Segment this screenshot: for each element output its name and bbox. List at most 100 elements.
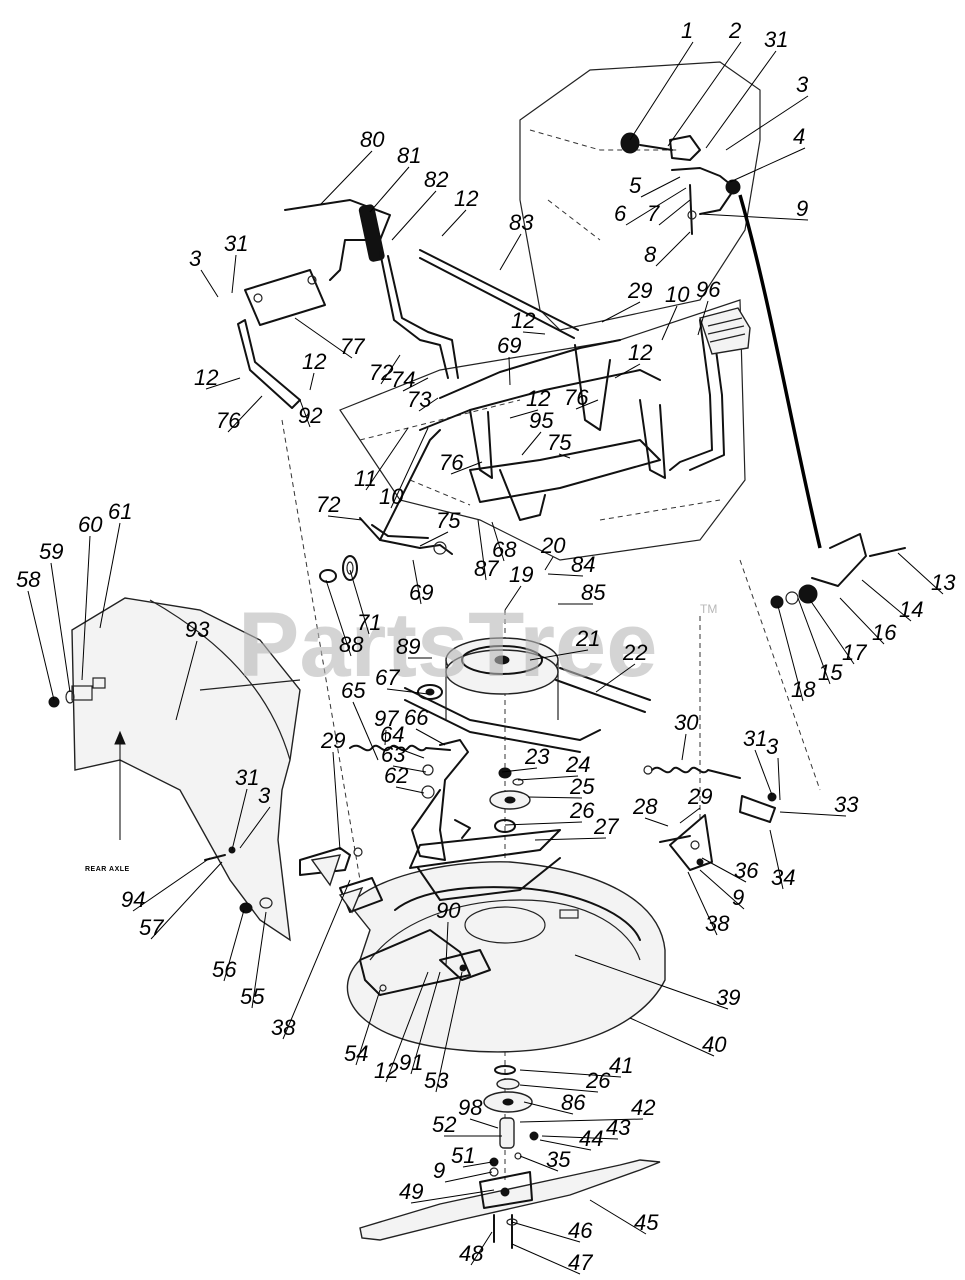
callout-leader — [231, 254, 237, 294]
callout-leader — [779, 811, 847, 817]
callout-number: 85 — [581, 580, 606, 605]
right-deck-bracket — [659, 792, 777, 871]
callout-number: 97 — [374, 706, 399, 731]
callout-number: 57 — [139, 915, 164, 940]
callout-number: 1 — [681, 18, 693, 43]
callout-leader — [369, 166, 410, 213]
callout-leader — [251, 911, 267, 1009]
idler-pulley-small — [319, 555, 358, 583]
callout-leader — [477, 519, 487, 581]
callout-number: 93 — [185, 617, 210, 642]
tension-springs — [349, 744, 741, 779]
callout-number: 19 — [509, 562, 533, 587]
callout-number: 6 — [614, 201, 627, 226]
callout-leader — [445, 921, 449, 966]
callout-number: 34 — [771, 865, 795, 890]
callout-number: 94 — [121, 887, 145, 912]
callout-leader — [132, 857, 211, 912]
callout-leader — [529, 649, 589, 661]
callout-leader — [395, 786, 425, 794]
callout-number: 46 — [568, 1218, 593, 1243]
callout-leader — [539, 1139, 592, 1151]
callout-leader — [809, 599, 855, 665]
callout-number: 27 — [593, 814, 619, 839]
callout-number: 30 — [674, 710, 699, 735]
callout-number: 58 — [16, 567, 41, 592]
callout-leader — [534, 837, 607, 841]
callout-number: 42 — [631, 1095, 655, 1120]
callout-number: 10 — [379, 484, 404, 509]
callout-leader — [681, 733, 687, 761]
callout-number: 41 — [609, 1053, 633, 1078]
callout-leader — [644, 817, 669, 827]
callout-number: 75 — [547, 430, 572, 455]
callout-leader — [595, 663, 636, 693]
callout-number: 55 — [240, 984, 265, 1009]
callout-leader — [410, 971, 441, 1075]
callout-number: 17 — [842, 640, 867, 665]
callout-number: 56 — [212, 957, 237, 982]
callout-number: 29 — [627, 278, 652, 303]
callout-leader — [701, 857, 747, 883]
callout-number: 69 — [409, 580, 433, 605]
callout-leader — [390, 427, 429, 509]
callout-number: 16 — [872, 620, 897, 645]
callout-number: 31 — [743, 726, 767, 751]
callout-number: 3 — [796, 72, 809, 97]
callout-leader — [699, 213, 809, 221]
callout-leader — [491, 521, 505, 562]
callout-leader — [435, 971, 463, 1093]
callout-leader — [769, 829, 784, 890]
callout-number: 80 — [360, 127, 385, 152]
callout-number: 40 — [702, 1032, 727, 1057]
callout-number: 51 — [451, 1143, 475, 1168]
callout-number: 2 — [728, 18, 741, 43]
callout-leader — [441, 209, 467, 237]
callout-number: 66 — [404, 705, 429, 730]
callout-number: 67 — [375, 665, 400, 690]
callout-number: 65 — [341, 678, 366, 703]
right-lift-lever — [669, 307, 751, 471]
callout-leader — [661, 305, 678, 341]
callout-leader — [523, 1101, 574, 1115]
idler-arm — [411, 739, 471, 861]
callout-leader — [629, 1017, 715, 1057]
callout-leader — [839, 597, 885, 645]
callout-number: 43 — [606, 1115, 631, 1140]
callout-number: 60 — [78, 512, 103, 537]
callout-number: 69 — [497, 333, 521, 358]
callout-leader — [658, 199, 691, 226]
callout-leader — [558, 453, 571, 459]
callout-number: 12 — [374, 1058, 398, 1083]
callout-number: 88 — [339, 632, 364, 657]
callout-leader — [527, 796, 583, 799]
callout-leader — [655, 231, 691, 267]
callout-leader — [231, 788, 248, 851]
callout-number: 28 — [632, 794, 658, 819]
callout-leader — [574, 954, 729, 1010]
callout-number: 72 — [369, 360, 393, 385]
callout-number: 36 — [734, 858, 759, 883]
lift-handle — [358, 204, 459, 379]
callout-number: 26 — [569, 798, 595, 823]
callout-leader — [223, 909, 245, 982]
callout-number: 96 — [696, 277, 721, 302]
callout-number: 76 — [439, 450, 464, 475]
callout-number: 11 — [354, 466, 377, 491]
callout-leader — [697, 300, 709, 336]
callout-number: 23 — [524, 744, 550, 769]
callout-leader — [450, 461, 483, 475]
callout-leader — [797, 597, 831, 685]
callout-leader — [385, 971, 429, 1083]
callout-number: 12 — [454, 186, 478, 211]
callout-leader — [511, 1243, 581, 1275]
callout-number: 31 — [764, 27, 788, 52]
callout-leader — [282, 879, 351, 1040]
watermark: PartsTree — [238, 594, 657, 696]
callout-leader — [575, 399, 599, 410]
callout-leader — [547, 573, 584, 577]
callout-leader — [412, 559, 422, 605]
callout-leader — [349, 569, 370, 635]
callout-leader — [325, 579, 352, 657]
callout-leader — [511, 1221, 581, 1243]
